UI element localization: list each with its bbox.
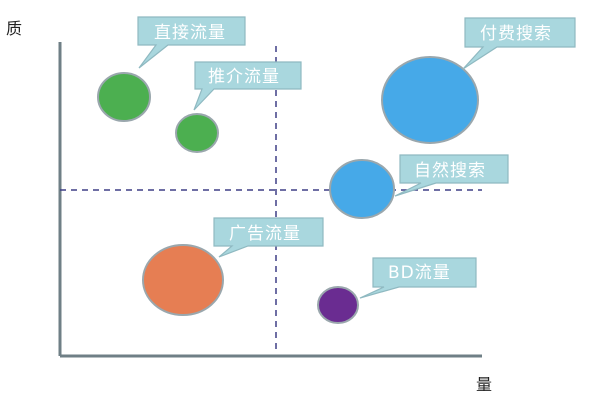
callout-paid: 付费搜索 xyxy=(462,17,576,70)
bubble-referral xyxy=(175,113,219,153)
callout-label-organic: 自然搜索 xyxy=(414,161,486,181)
callout-label-referral: 推介流量 xyxy=(208,67,280,87)
callout-bd: BD流量 xyxy=(359,257,477,299)
bubble-ads xyxy=(142,244,224,316)
y-axis-label: 质 xyxy=(6,19,22,38)
bubble-paid xyxy=(381,56,479,144)
callout-referral: 推介流量 xyxy=(193,61,302,111)
bubble-organic xyxy=(329,159,395,219)
callout-label-direct: 直接流量 xyxy=(154,23,226,43)
callout-label-bd: BD流量 xyxy=(388,263,451,283)
callout-organic: 自然搜索 xyxy=(394,154,509,197)
callout-direct: 直接流量 xyxy=(137,16,246,69)
callout-label-paid: 付费搜索 xyxy=(480,24,552,44)
bubble-direct xyxy=(97,72,151,122)
x-axis-label: 量 xyxy=(476,375,492,394)
callout-ads: 广告流量 xyxy=(213,217,324,258)
callout-label-ads: 广告流量 xyxy=(229,224,301,244)
bubble-bd xyxy=(317,286,359,324)
